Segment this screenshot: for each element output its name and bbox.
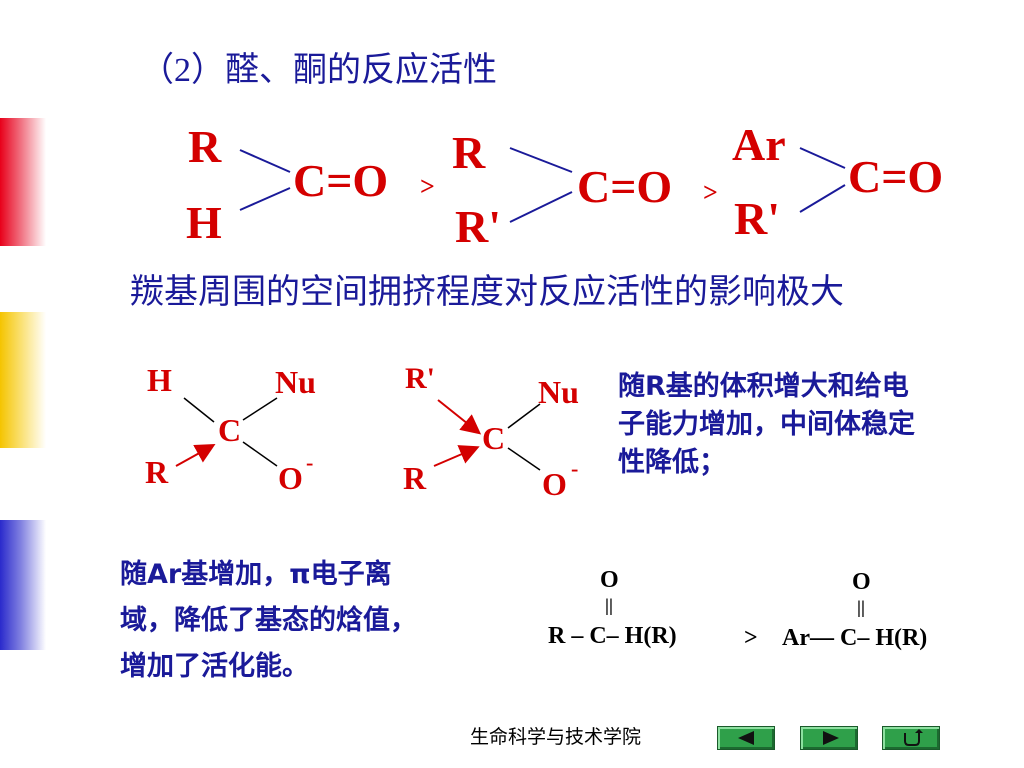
sidebar-bar-red: [0, 118, 46, 246]
formula2-o: O: [852, 569, 871, 595]
gt-2: >: [703, 178, 718, 207]
mech2-r: R: [403, 460, 427, 496]
return-arrow-icon: [904, 729, 923, 746]
note-aryl: 随Ar基增加，π电子离 域，降低了基态的焓值， 增加了活化能。: [120, 552, 417, 690]
sidebar-bar-yellow: [0, 312, 46, 448]
mol2-r: R: [452, 127, 486, 178]
mech1-c: C: [218, 412, 242, 448]
formula2-chain: Ar— C– H(R): [782, 625, 928, 651]
footer-institution: 生命科学与技术学院: [470, 727, 642, 748]
note-aryl-line-2: 域，降低了基态的焓值，: [120, 605, 417, 636]
mol1-r: R: [188, 121, 222, 172]
mol2-co: C=O: [577, 161, 673, 212]
formula2-double-bond: ||: [857, 597, 865, 617]
note-steric-line-3: 性降低；: [618, 447, 726, 478]
left-triangle-icon: [738, 731, 754, 745]
mech2-nu: Nu: [538, 374, 579, 410]
mech1-charge: -: [306, 450, 314, 475]
mech1-nu: Nu: [275, 364, 316, 400]
mol2-rprime: R': [455, 201, 501, 252]
mech2-o: O: [542, 466, 567, 502]
formula1-double-bond: ||: [605, 595, 613, 615]
mol1-co: C=O: [293, 155, 389, 206]
formula1-o: O: [600, 567, 619, 593]
mech1-h: H: [147, 362, 172, 398]
note-aryl-line-3: 增加了活化能。: [120, 651, 309, 682]
statement-text: 羰基周围的空间拥挤程度对反应活性的影响极大: [130, 274, 844, 311]
note-steric: 随R基的体积增大和给电 子能力增加，中间体稳定 性降低；: [618, 368, 915, 482]
mech1-o: O: [278, 460, 303, 496]
mol3-rprime: R': [734, 193, 780, 244]
return-button[interactable]: [882, 726, 940, 750]
mech2-charge: -: [571, 456, 579, 481]
mech2-c: C: [482, 420, 506, 456]
mech2-rprime: R': [405, 362, 435, 395]
formula-gt: >: [744, 625, 758, 651]
mol1-h: H: [186, 197, 222, 248]
mech1-r: R: [145, 454, 169, 490]
gt-1: >: [420, 172, 435, 201]
mol3-ar: Ar: [732, 119, 786, 170]
slide-title: （2）醛、酮的反应活性: [140, 52, 497, 89]
next-slide-button[interactable]: [800, 726, 858, 750]
formula1-chain: R – C– H(R): [548, 623, 677, 649]
sidebar-bar-blue: [0, 520, 46, 650]
note-steric-line-2: 子能力增加，中间体稳定: [618, 409, 915, 440]
right-triangle-icon: [823, 731, 839, 745]
note-steric-line-1: 随R基的体积增大和给电: [618, 371, 909, 402]
mol3-co: C=O: [848, 151, 944, 202]
note-aryl-line-1: 随Ar基增加，π电子离: [120, 559, 392, 590]
prev-slide-button[interactable]: [717, 726, 775, 750]
